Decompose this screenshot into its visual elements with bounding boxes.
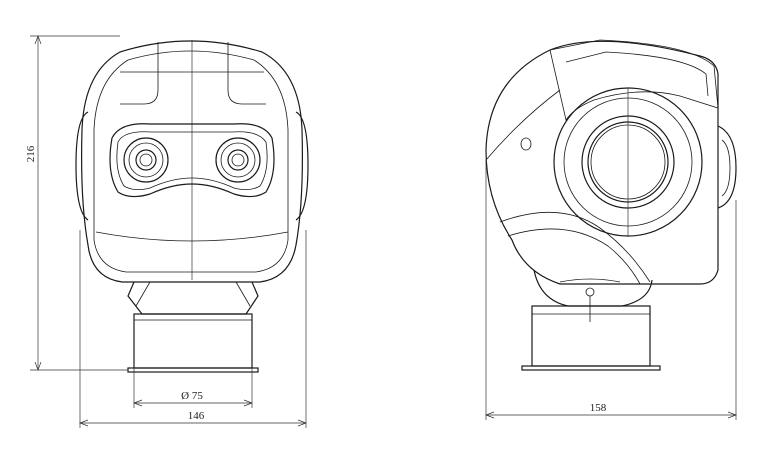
- side-width-dimension-label: 158: [590, 402, 607, 414]
- front-sensor-band: [109, 123, 275, 198]
- side-screw-hole: [520, 137, 532, 151]
- side-dimensions: 158: [485, 160, 737, 420]
- front-neck-line-left: [135, 281, 151, 307]
- side-head-outline: [485, 40, 719, 285]
- side-top-cover: [549, 39, 719, 121]
- side-front-window: [717, 125, 737, 209]
- front-side-bulge-left: [75, 111, 89, 221]
- front-neck-line-right: [235, 281, 251, 307]
- side-lower-shell-2: [507, 228, 641, 285]
- front-head-inner-contour: [93, 50, 289, 273]
- side-top-cover-inner: [565, 51, 709, 97]
- diameter-dimension-label: Ø 75: [181, 390, 203, 402]
- front-head-outline: [81, 40, 303, 283]
- side-view: [485, 39, 737, 371]
- side-bracket: [533, 269, 653, 307]
- side-mount-pole: [531, 305, 651, 367]
- front-lens-left: [123, 137, 169, 183]
- front-view: [75, 40, 309, 373]
- front-lower-shell-line: [95, 231, 289, 242]
- side-pivot: [585, 287, 595, 297]
- side-rear-shell: [485, 89, 561, 161]
- front-top-rib-left: [120, 42, 159, 105]
- side-lower-shell: [499, 211, 651, 283]
- front-top-rib-right: [227, 42, 266, 105]
- front-sensor-band-inner: [116, 131, 268, 190]
- front-lens-right: [215, 137, 261, 183]
- front-width-dimension-label: 146: [188, 410, 205, 422]
- side-base-plate: [521, 365, 661, 371]
- height-dimension-label: 216: [25, 145, 37, 162]
- front-mount-pole: [133, 313, 253, 369]
- front-side-bulge-right: [295, 111, 309, 221]
- front-base-plate: [127, 367, 259, 373]
- front-dimensions: 216 Ø 75 146: [25, 35, 307, 428]
